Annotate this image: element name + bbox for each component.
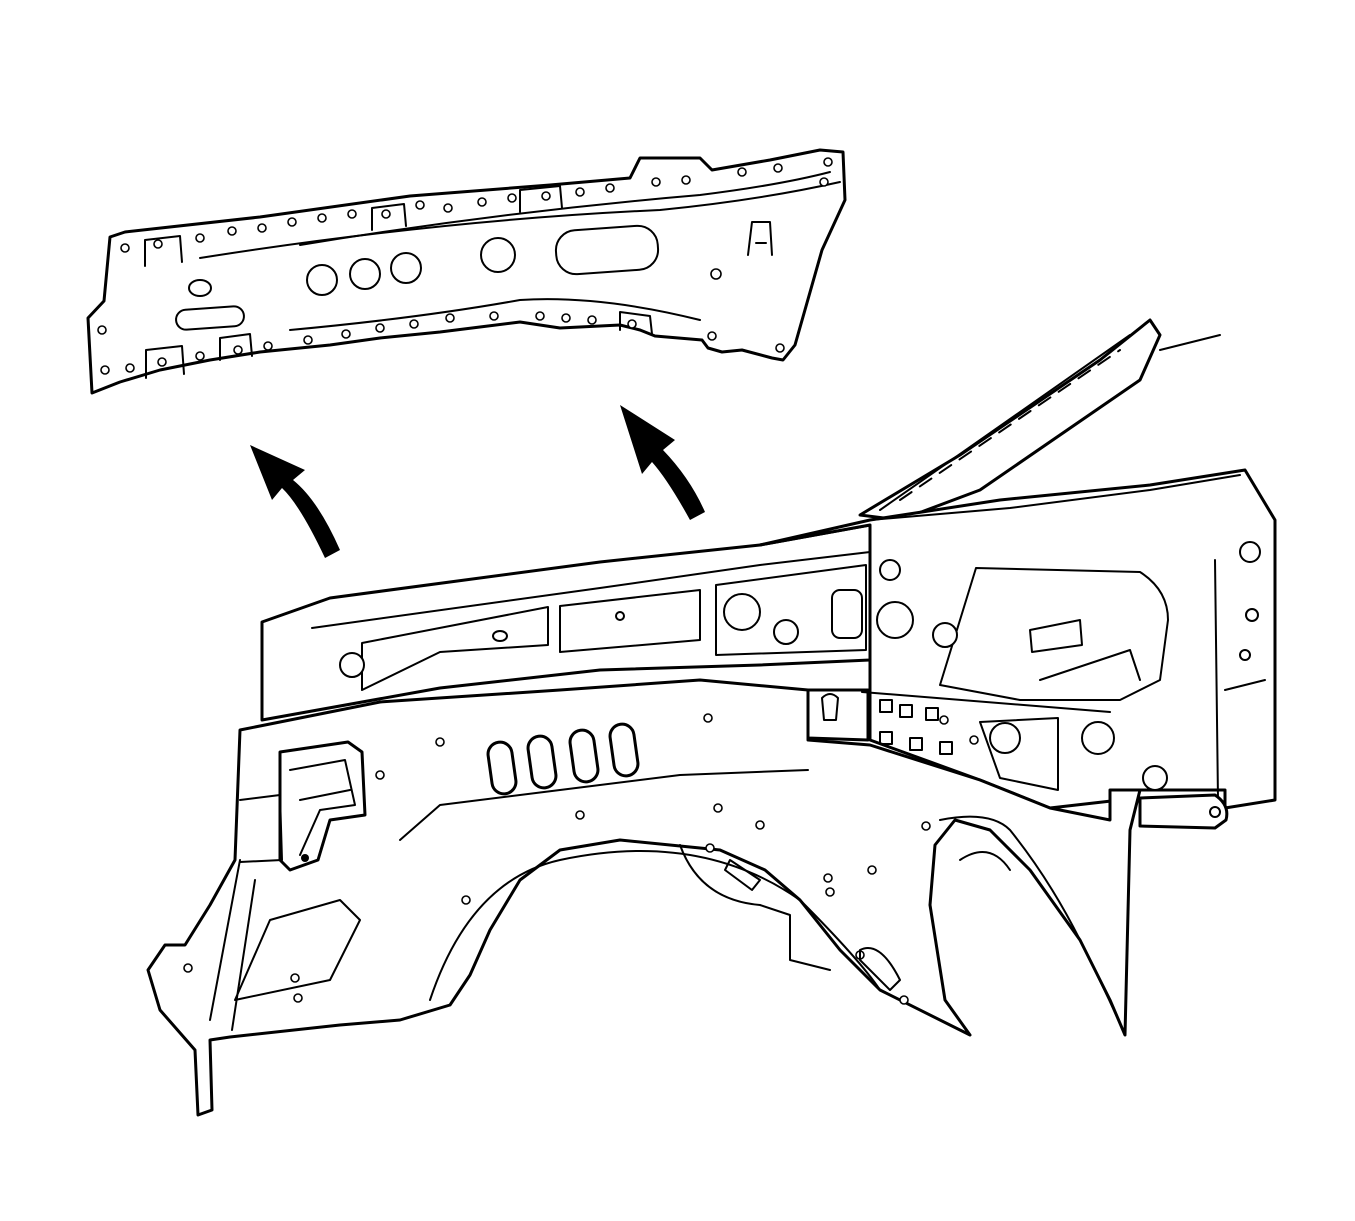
panel-small-oval xyxy=(188,279,212,297)
panel-slot xyxy=(175,305,245,331)
panel-hole-3 xyxy=(390,252,422,284)
bracket-bolt xyxy=(301,854,309,862)
pillar-edge xyxy=(879,334,1221,511)
front-bracket-inner xyxy=(289,759,356,856)
fender-slot-2 xyxy=(724,859,761,891)
panel-tab xyxy=(747,221,773,256)
panel-rib-upper-2 xyxy=(299,171,831,246)
panel-oval-cutout xyxy=(554,224,660,276)
upper-rail-recess-2 xyxy=(559,589,701,653)
cowl-hole-8 xyxy=(1081,721,1115,755)
keyhole xyxy=(821,693,839,721)
cowl-panel xyxy=(758,468,1277,810)
wheel-arch xyxy=(429,850,881,1001)
removal-arrow-left xyxy=(250,445,340,558)
panel-hole-2 xyxy=(349,258,381,290)
cowl-dash-frame xyxy=(861,691,1111,713)
mount-bracket xyxy=(1138,793,1229,830)
panel-hole-1 xyxy=(306,264,338,296)
front-wheelhouse xyxy=(146,678,1142,1117)
rail-hole-4 xyxy=(492,630,508,642)
rail-hole-1 xyxy=(723,593,761,631)
rail-hole-2 xyxy=(773,619,799,645)
inner-fender-2 xyxy=(939,815,1126,1036)
cowl-hole-5 xyxy=(1245,608,1259,622)
cowl-square-holes xyxy=(879,699,953,755)
rail-hole-3 xyxy=(339,652,365,678)
cowl-bracket-plate xyxy=(979,717,1059,791)
cowl-hole-1 xyxy=(879,559,901,581)
cowl-hole-4 xyxy=(1239,541,1261,563)
pillar-dash xyxy=(899,349,1121,501)
panel-bolt-holes xyxy=(97,157,833,375)
upper-rail-recess-1 xyxy=(361,606,549,691)
cowl-opening xyxy=(939,567,1169,701)
cowl-bracket xyxy=(1029,619,1141,681)
inner-fender-3 xyxy=(959,851,1011,871)
cowl-hole-3 xyxy=(932,622,958,648)
body-crease xyxy=(399,769,809,841)
cowl-hole-2 xyxy=(876,601,914,639)
removed-panel xyxy=(86,148,847,395)
lower-plate xyxy=(234,899,361,1001)
front-bracket xyxy=(278,740,367,872)
panel-recesses xyxy=(144,185,653,379)
upper-rail-flange xyxy=(311,551,871,629)
cowl-top-line xyxy=(869,474,1241,521)
cowl-hole-9 xyxy=(989,722,1021,754)
inner-fender xyxy=(679,844,831,971)
panel-rib-lower xyxy=(289,298,701,331)
cowl-hole-7 xyxy=(1142,765,1168,791)
mount-bolt xyxy=(1209,806,1221,818)
cowl-right-edge xyxy=(1214,559,1266,801)
front-apron xyxy=(209,794,283,1031)
body-bolt-holes xyxy=(183,713,979,1005)
rail-hole-5 xyxy=(615,611,625,621)
removal-arrow-right xyxy=(620,405,705,520)
panel-hole-4 xyxy=(480,237,516,273)
rail-slot xyxy=(831,589,863,639)
panel-outline xyxy=(86,148,847,395)
upper-rail-recess-3 xyxy=(715,564,867,656)
cowl-hole-6 xyxy=(1239,649,1251,661)
vehicle-body-structure xyxy=(146,318,1277,1117)
louvers xyxy=(486,722,640,796)
panel-rib-upper xyxy=(199,181,841,259)
fender-slot xyxy=(859,947,901,991)
